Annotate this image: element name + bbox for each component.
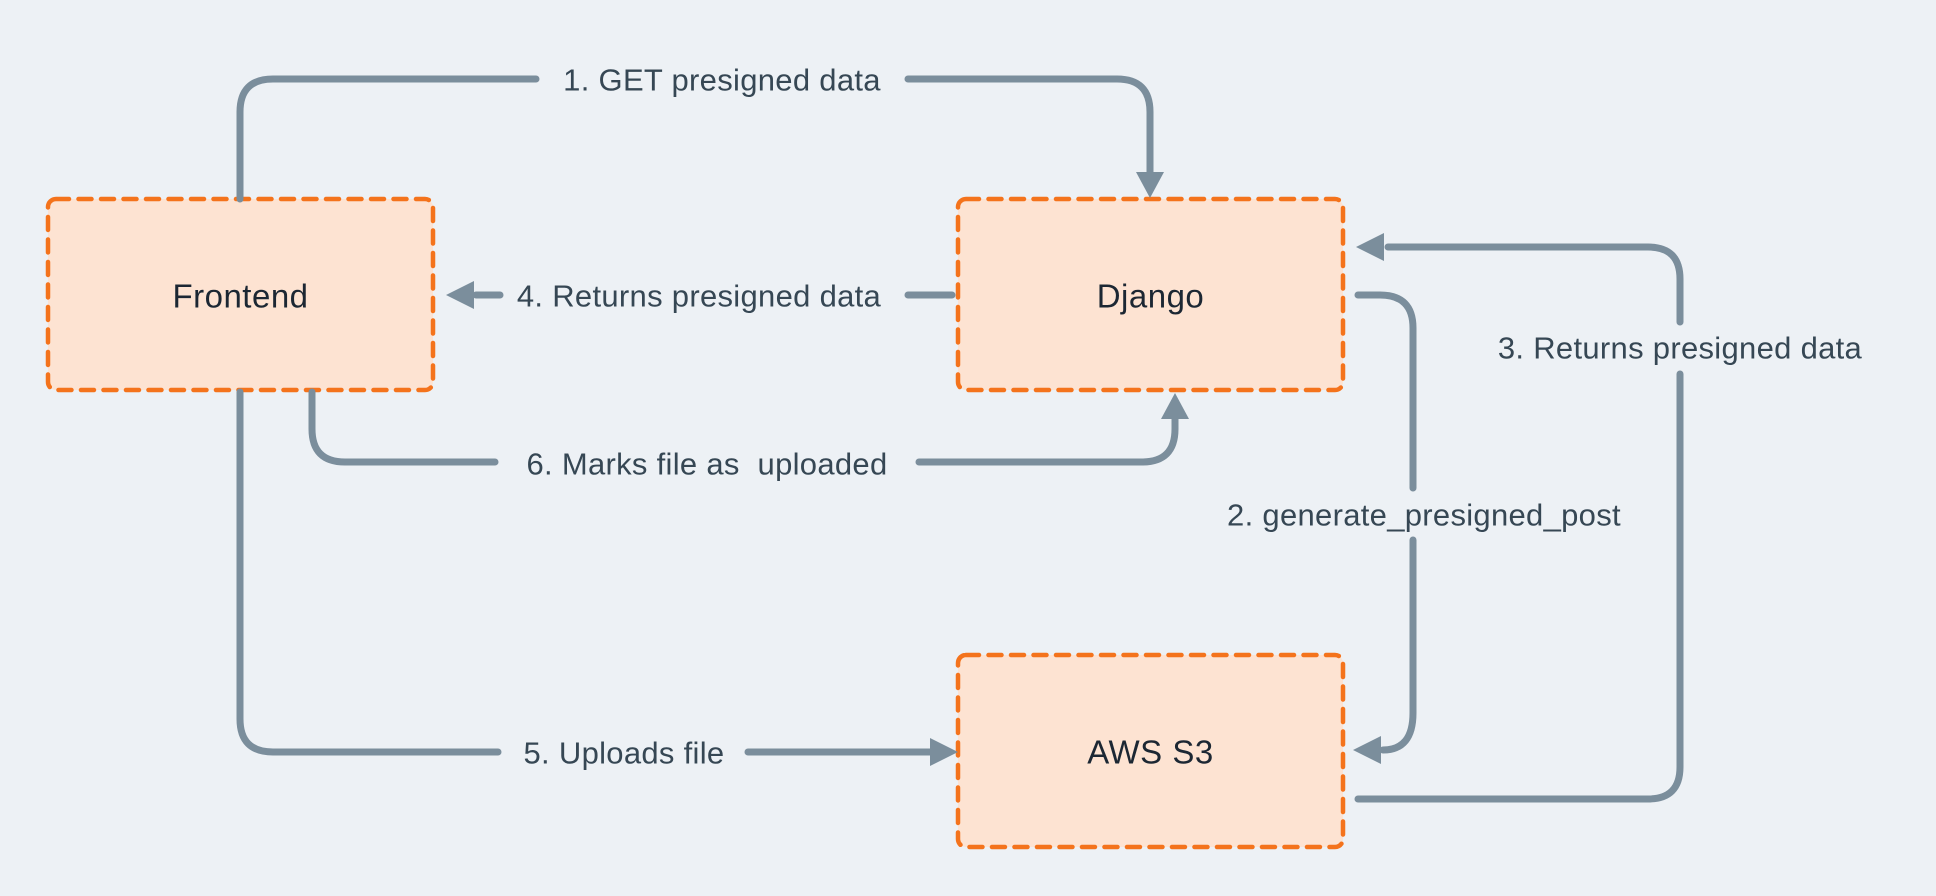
- arrow-step-1: 1. GET presigned data: [236, 63, 1164, 203]
- node-django: Django: [955, 196, 1346, 393]
- node-frontend: Frontend: [45, 196, 436, 393]
- step-1-label: 1. GET presigned data: [563, 63, 881, 98]
- arrow-step-6-line-right: [915, 411, 1179, 466]
- arrow-step-5-line-left: [236, 388, 502, 756]
- node-aws-s3: AWS S3: [955, 652, 1346, 850]
- arrow-step-1-line-right: [904, 75, 1154, 180]
- step-5-label: 5. Uploads file: [524, 736, 725, 771]
- django-box: [955, 196, 1346, 393]
- step-4-label: 4. Returns presigned data: [517, 279, 882, 314]
- aws-s3-label: AWS S3: [1087, 734, 1213, 771]
- arrow-step-1-line-left: [236, 75, 540, 203]
- arrow-step-6-line-left: [308, 388, 499, 466]
- arrow-step-3: 3. Returns presigned data: [1354, 233, 1863, 803]
- arrow-step-2-line-bottom: [1379, 536, 1417, 754]
- step-3-label: 3. Returns presigned data: [1498, 331, 1863, 366]
- arrow-step-2-head: [1353, 736, 1381, 764]
- aws-s3-box: [955, 652, 1346, 850]
- arrow-step-6-head: [1161, 393, 1189, 419]
- step-2-label: 2. generate_presigned_post: [1227, 498, 1621, 533]
- arrow-step-4: 4. Returns presigned data: [446, 279, 956, 314]
- arrow-step-4-head: [446, 281, 474, 309]
- django-label: Django: [1097, 278, 1205, 315]
- arrow-step-3-head: [1356, 233, 1384, 261]
- arrow-step-5: 5. Uploads file: [236, 388, 958, 771]
- frontend-label: Frontend: [172, 278, 308, 315]
- step-6-label: 6. Marks file as uploaded: [526, 447, 887, 482]
- arrow-step-2-line-top: [1354, 291, 1417, 492]
- arrow-step-6: 6. Marks file as uploaded: [308, 388, 1189, 482]
- arrow-step-1-head: [1136, 172, 1164, 198]
- arrow-step-3-line-top: [1384, 243, 1684, 326]
- arrow-step-3-line-bottom: [1354, 370, 1684, 803]
- arrow-step-5-head: [930, 738, 958, 766]
- arrow-step-2: 2. generate_presigned_post: [1227, 291, 1621, 764]
